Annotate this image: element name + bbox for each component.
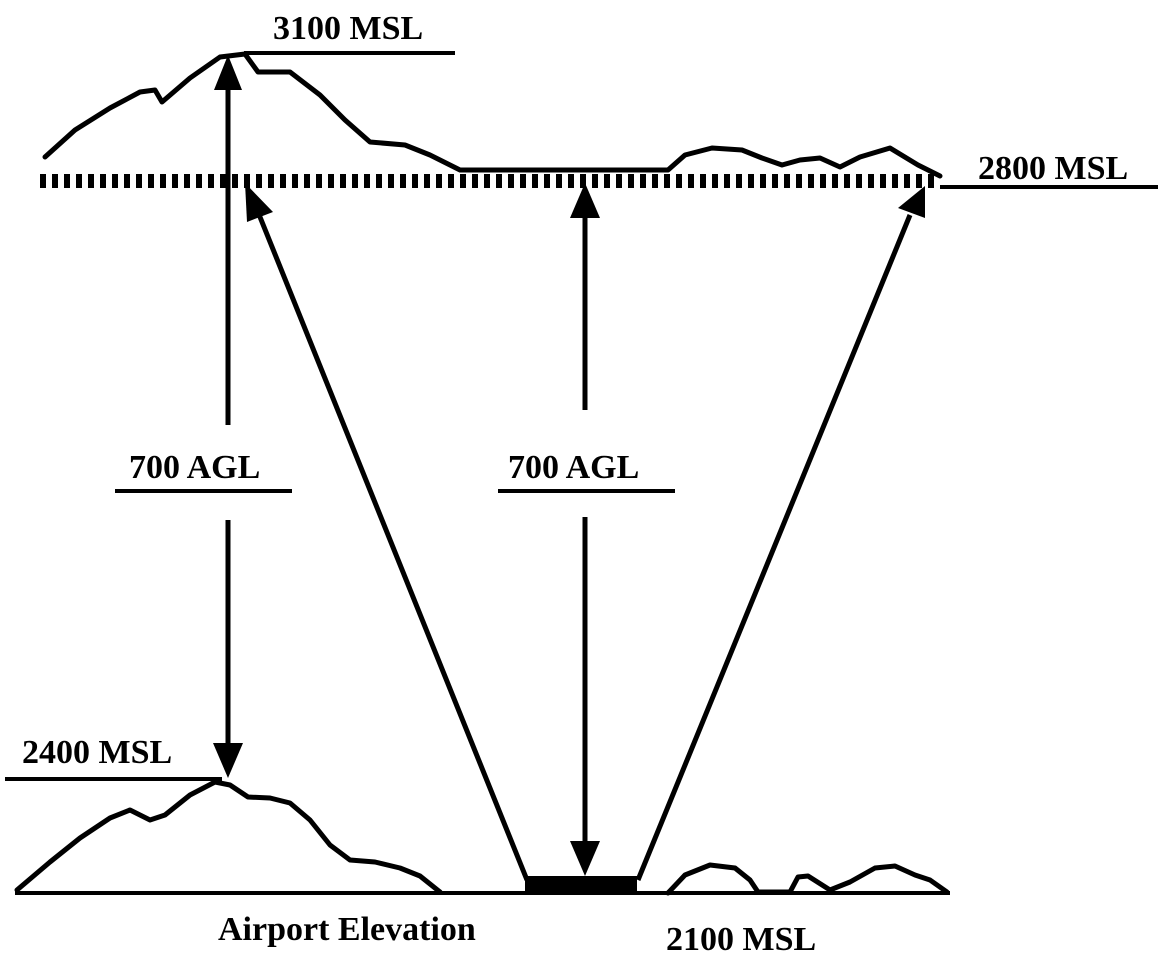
right-hills-terrain (665, 862, 950, 896)
airport-elevation-label: Airport Elevation (218, 911, 476, 948)
center-agl-label: 700 AGL (508, 449, 639, 486)
left-diagonal-arrow-shaft (255, 211, 530, 881)
airport-runway (525, 876, 637, 894)
hill-top-label: 2400 MSL (22, 734, 172, 771)
right-diagonal-arrow-head (898, 186, 925, 218)
right-diagonal-arrow-shaft (635, 214, 913, 881)
left-hill-terrain (14, 779, 443, 895)
ground-level-label: 2100 MSL (666, 921, 816, 955)
mountain-top-label: 3100 MSL (273, 10, 423, 47)
left-agl-arrow-up-head (214, 55, 242, 90)
upper-terrain-ridge (42, 51, 943, 179)
left-diagonal-arrow-head (245, 183, 273, 222)
left-agl-arrow-down-head (213, 743, 243, 778)
center-agl-arrow-down-head (570, 841, 600, 876)
ceiling-level-label: 2800 MSL (978, 150, 1128, 187)
center-agl-arrow-up-head (570, 183, 600, 218)
left-agl-label: 700 AGL (129, 449, 260, 486)
